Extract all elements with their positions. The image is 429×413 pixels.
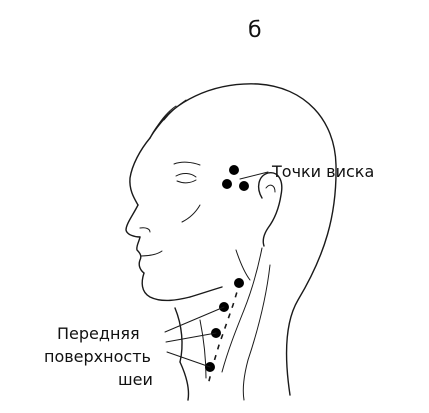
- head-outline: [125, 83, 337, 401]
- neck-label-line1: Передняя: [57, 324, 140, 343]
- neck-points: [205, 278, 244, 372]
- neck-leader-line: [164, 306, 225, 333]
- neck-leader-line: [165, 332, 217, 343]
- temple-point: [222, 179, 232, 189]
- temple-point: [229, 165, 239, 175]
- face-details: [139, 161, 201, 257]
- temple-point: [239, 181, 249, 191]
- neck-label-line2: поверхность: [44, 347, 151, 366]
- temple-leader-line: [239, 171, 269, 180]
- temple-label: Точки виска: [271, 162, 374, 181]
- neck-point: [234, 278, 244, 288]
- neck-lines: [149, 99, 271, 401]
- neck-label-line3: шеи: [118, 370, 153, 389]
- panel-label: б: [248, 18, 262, 43]
- temple-points: [222, 165, 249, 191]
- ear: [257, 172, 283, 247]
- leader-lines: [164, 171, 269, 368]
- neck-leader-line: [166, 351, 211, 368]
